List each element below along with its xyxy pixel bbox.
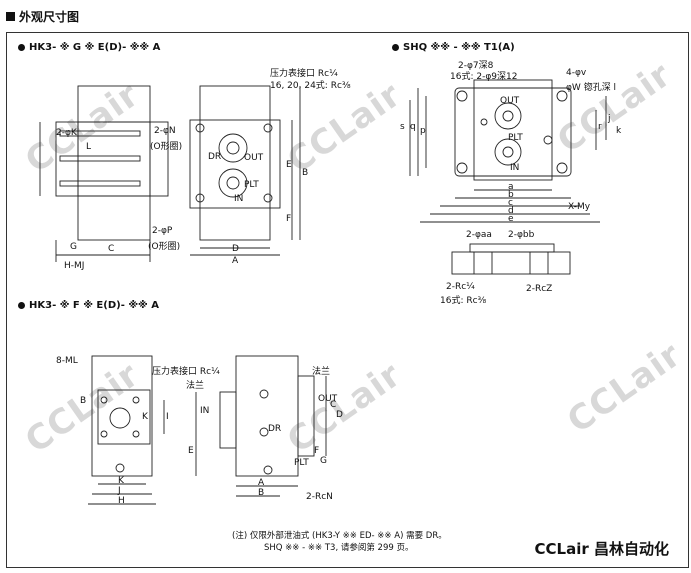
- hk3-f-dim-c: C: [330, 400, 337, 410]
- shq-port-out: OUT: [500, 96, 520, 106]
- hk3-f-dim-k: K: [142, 412, 148, 422]
- bullet-icon: [392, 44, 399, 51]
- hk3-f-port-dr: DR: [268, 424, 282, 434]
- dim-2-phi-k: 2-φK: [56, 128, 77, 138]
- hk3-g-header: HK3- ※ G ※ E(D)- ※※ A: [18, 42, 160, 53]
- hk3-f-header-text: HK3- ※ F ※ E(D)- ※※ A: [29, 300, 159, 311]
- page-title-text: 外观尺寸图: [19, 10, 80, 24]
- shq-dim-j: j: [608, 114, 611, 124]
- page-title: 外观尺寸图: [6, 8, 79, 25]
- drawing-frame: [6, 32, 689, 568]
- shq-dim-e: e: [508, 214, 514, 224]
- shq-port-in: IN: [510, 163, 520, 173]
- dim-c: C: [108, 244, 115, 254]
- port-out: OUT: [244, 153, 264, 163]
- dim-a: A: [232, 256, 239, 266]
- shq-header: SHQ ※※ - ※※ T1(A): [392, 42, 515, 53]
- dim-d: D: [232, 244, 239, 254]
- port-in: IN: [234, 194, 244, 204]
- shq-dim-x-my: X-My: [568, 202, 591, 212]
- oring-n-note: (O形圈): [150, 142, 183, 152]
- shq-dim-p: p: [420, 126, 426, 136]
- dim-g: G: [70, 242, 77, 252]
- shq-bottom-rc: 2-Rc¼: [446, 282, 475, 292]
- shq-holes-top: 2-φ7深8: [458, 61, 494, 71]
- shq-header-text: SHQ ※※ - ※※ T1(A): [403, 42, 515, 53]
- shq-dim-k: k: [616, 126, 622, 136]
- hk3-f-port-plt: PLT: [294, 458, 309, 468]
- hk3-f-gauge-port: 压力表接口 Rc¼: [152, 367, 220, 377]
- hk3-f-port-out: OUT: [318, 394, 338, 404]
- shq-bottom-aa: 2-φaa: [466, 230, 492, 240]
- dim-h-mj: H-MJ: [64, 261, 85, 271]
- hk3-f-flange: 法兰: [186, 381, 205, 391]
- shq-dim-s: s: [400, 122, 405, 132]
- shq-bottom-bb: 2-φbb: [508, 230, 535, 240]
- hk3-f-port-in: IN: [200, 406, 210, 416]
- oring-p-note: (O形圈): [148, 242, 181, 252]
- brand-label: CCLair 昌林自动化: [534, 540, 669, 558]
- dim-e: E: [286, 160, 292, 170]
- port-dr: DR: [208, 152, 222, 162]
- hk3-f-dim-d: D: [336, 410, 343, 420]
- oring-n-label: 2-φN: [154, 126, 176, 136]
- title-square-icon: [6, 12, 15, 21]
- dim-b: B: [302, 168, 309, 178]
- bullet-icon: [18, 44, 25, 51]
- hk3-f-header: HK3- ※ F ※ E(D)- ※※ A: [18, 300, 159, 311]
- port-plt: PLT: [244, 180, 259, 190]
- shq-dim-b: b: [508, 190, 514, 200]
- hk3-f-dim-a: A: [258, 478, 265, 488]
- gauge-port-alt-label: 16, 20, 24式: Rc⅜: [270, 81, 351, 91]
- hk3-f-dim-k-bottom: K: [118, 476, 124, 486]
- shq-counterbore: φW 锪孔深 l: [566, 83, 617, 93]
- shq-dim-a: a: [508, 182, 514, 192]
- hk3-f-flange-right: 法兰: [312, 367, 331, 377]
- dim-f: F: [286, 214, 292, 224]
- hk3-f-dim-b-side: B: [258, 488, 265, 498]
- shq-bottom-rcz: 2-RcZ: [526, 284, 553, 294]
- shq-holes-v: 4-φv: [566, 68, 587, 78]
- oring-p-label: 2-φP: [152, 226, 173, 236]
- shq-dim-q: q: [410, 122, 416, 132]
- hk3-f-bolts: 8-ML: [56, 356, 78, 366]
- hk3-f-2-rcn: 2-RcN: [306, 492, 333, 502]
- bullet-icon: [18, 302, 25, 309]
- hk3-f-dim-g: G: [320, 456, 327, 466]
- shq-bottom-rc16: 16式: Rc⅜: [440, 296, 487, 306]
- hk3-f-dim-j: J: [118, 486, 121, 496]
- dim-l: L: [86, 142, 92, 152]
- footnote-line1: (注) 仅限外部泄油式 (HK3-Y ※※ ED- ※※ A) 需要 DR。: [232, 531, 447, 541]
- hk3-f-dim-i: I: [166, 412, 169, 422]
- shq-port-plt: PLT: [508, 133, 523, 143]
- hk3-g-header-text: HK3- ※ G ※ E(D)- ※※ A: [29, 42, 161, 53]
- hk3-f-dim-f: F: [314, 446, 320, 456]
- shq-dim-c: c: [508, 198, 513, 208]
- hk3-f-dim-h: H: [118, 496, 125, 506]
- hk3-f-dim-b: B: [80, 396, 87, 406]
- gauge-port-label: 压力表接口 Rc¼: [270, 69, 338, 79]
- shq-dim-r: r: [598, 122, 602, 132]
- shq-holes-16: 16式: 2-φ9深12: [450, 72, 518, 82]
- shq-dim-d: d: [508, 206, 514, 216]
- footnote-line2: SHQ ※※ - ※※ T3, 请参阅第 299 页。: [264, 543, 414, 553]
- hk3-f-dim-e: E: [188, 446, 194, 456]
